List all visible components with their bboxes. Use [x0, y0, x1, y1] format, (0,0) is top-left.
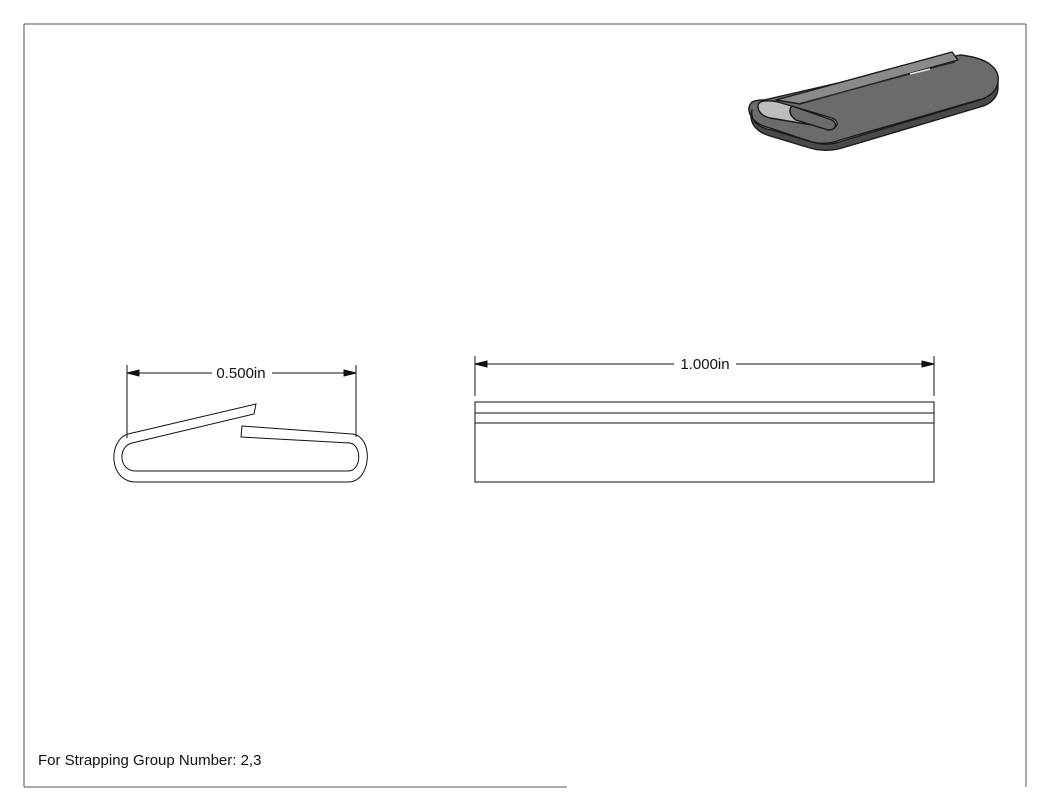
end-view-outer-profile	[113, 403, 368, 483]
sheet-border	[23, 23, 1027, 788]
isometric-view	[748, 51, 999, 151]
width-dimension	[126, 365, 357, 438]
side-view-outline	[474, 401, 935, 483]
length-dimension-label: 1.000in	[680, 356, 729, 373]
seal-groove-highlight	[909, 68, 931, 75]
seal-top-flap	[775, 51, 959, 105]
seal-inner-curl	[789, 105, 837, 131]
seal-side-face	[750, 81, 999, 151]
strapping-group-note: For Strapping Group Number: 2,3	[38, 752, 262, 769]
length-dimension	[474, 356, 935, 396]
end-view	[113, 403, 368, 483]
width-dimension-label: 0.500in	[216, 365, 265, 382]
side-view	[474, 401, 935, 483]
